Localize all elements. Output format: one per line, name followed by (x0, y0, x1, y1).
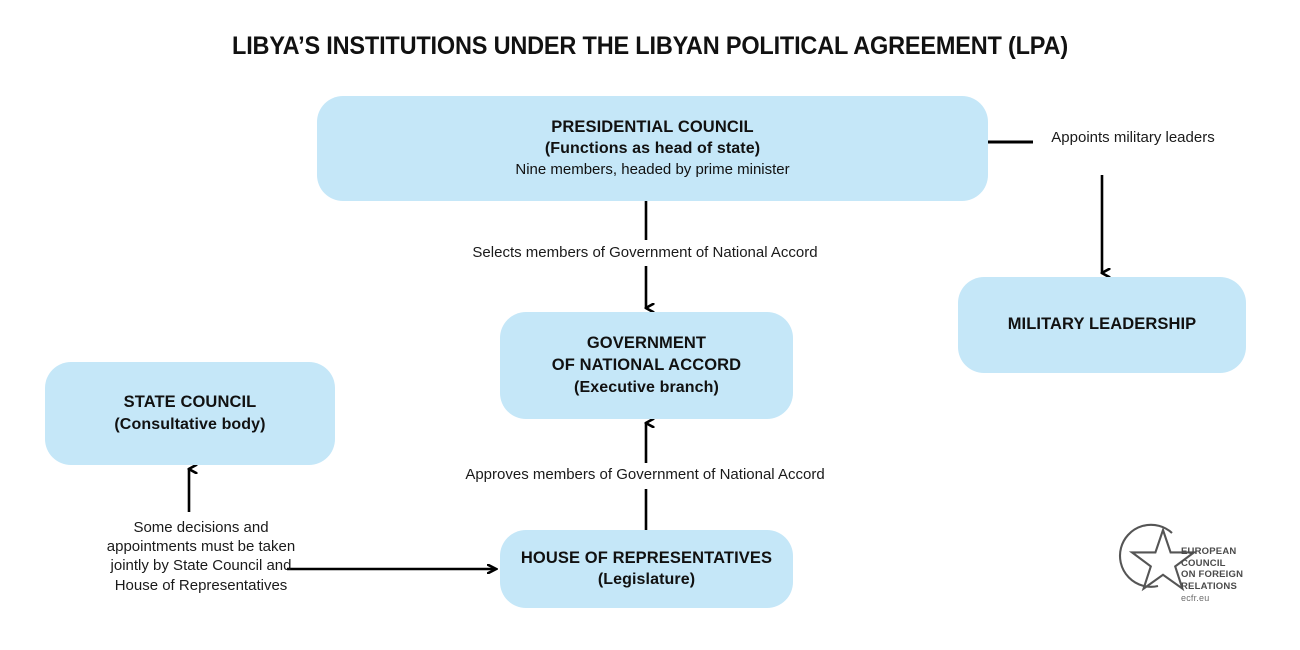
edge-label-approves: Approves members of Government of Nation… (465, 466, 825, 483)
node-state-council[interactable]: STATE COUNCIL (Consultative body) (45, 362, 335, 465)
edge-label-appoints: Appoints military leaders (1051, 129, 1215, 146)
ecfr-logo-mark (1118, 523, 1198, 592)
ecfr-logo-line-2: COUNCIL (1181, 557, 1226, 569)
node-presidential-council[interactable]: PRESIDENTIAL COUNCIL (Functions as head … (317, 96, 988, 201)
node-title-line2: OF NATIONAL ACCORD (551, 355, 742, 374)
node-government-of-national-accord[interactable]: GOVERNMENT OF NATIONAL ACCORD (Executive… (500, 312, 793, 419)
node-title: HOUSE OF REPRESENTATIVES (520, 548, 773, 567)
node-subtitle: (Consultative body) (114, 415, 266, 433)
edge-label-joint-decisions: Some decisions and appointments must be … (106, 519, 296, 594)
node-subtitle: (Legislature) (597, 571, 696, 589)
ecfr-logo-url: ecfr.eu (1181, 593, 1210, 603)
node-subtitle: (Executive branch) (574, 378, 719, 396)
node-title: GOVERNMENT (586, 334, 707, 353)
ecfr-logo-line-4: RELATIONS (1181, 580, 1237, 592)
node-military-leadership[interactable]: MILITARY LEADERSHIP (958, 277, 1246, 373)
node-detail: Nine members, headed by prime minister (515, 161, 790, 179)
edge-label-selects: Selects members of Government of Nationa… (472, 244, 818, 261)
ecfr-logo-line-3: ON FOREIGN (1181, 569, 1244, 581)
page-title: LIBYA’S INSTITUTIONS UNDER THE LIBYAN PO… (232, 32, 1068, 60)
ecfr-logo-text: EUROPEAN COUNCIL ON FOREIGN RELATIONS (1181, 546, 1243, 592)
ecfr-logo-line-1: EUROPEAN (1181, 546, 1237, 557)
node-title: PRESIDENTIAL COUNCIL (551, 117, 754, 136)
node-title: MILITARY LEADERSHIP (1007, 315, 1197, 334)
node-title: STATE COUNCIL (123, 393, 257, 412)
node-subtitle: (Functions as head of state) (544, 140, 761, 158)
node-house-of-representatives[interactable]: HOUSE OF REPRESENTATIVES (Legislature) (500, 530, 793, 608)
